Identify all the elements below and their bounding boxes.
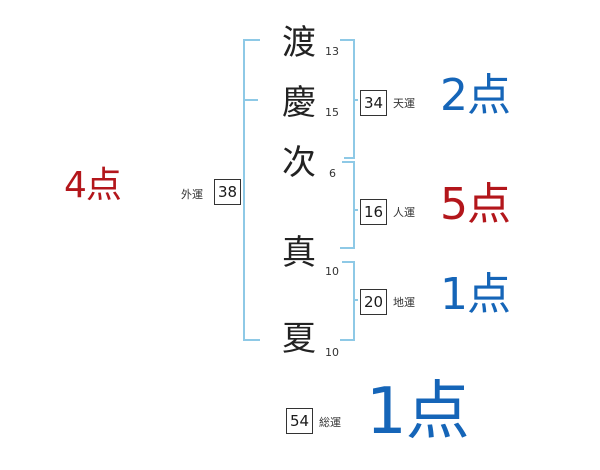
jinun-value-box: 16 bbox=[360, 199, 387, 225]
souun-label: 総運 bbox=[319, 416, 341, 429]
souun-score: 1点 bbox=[366, 375, 470, 449]
chiun-value-box: 20 bbox=[360, 289, 387, 315]
name-char-3: 次 bbox=[282, 143, 316, 183]
tenun-label: 天運 bbox=[393, 97, 415, 110]
stroke-count-3: 6 bbox=[329, 167, 336, 180]
chiun-label: 地運 bbox=[393, 296, 415, 309]
name-char-2: 慶 bbox=[282, 83, 316, 123]
tenun-value-box: 34 bbox=[360, 90, 387, 116]
gaiun-label: 外運 bbox=[181, 188, 203, 201]
jinun-score: 5点 bbox=[440, 179, 511, 230]
chiun-bracket bbox=[340, 261, 355, 341]
jinun-bracket bbox=[340, 161, 355, 249]
outer-bracket bbox=[243, 39, 260, 341]
stroke-count-5: 10 bbox=[325, 346, 339, 359]
tenun-score: 2点 bbox=[440, 70, 511, 121]
tenun-bracket bbox=[340, 39, 355, 159]
name-char-4: 真 bbox=[282, 233, 316, 273]
stroke-count-2: 15 bbox=[325, 106, 339, 119]
name-char-5: 夏 bbox=[282, 319, 316, 359]
name-char-1: 渡 bbox=[282, 23, 316, 63]
gaiun-score: 4点 bbox=[64, 165, 122, 206]
chiun-score: 1点 bbox=[440, 269, 511, 320]
gaiun-value-box: 38 bbox=[214, 179, 241, 205]
jinun-label: 人運 bbox=[393, 206, 415, 219]
stroke-count-1: 13 bbox=[325, 45, 339, 58]
souun-value-box: 54 bbox=[286, 408, 313, 434]
stroke-count-4: 10 bbox=[325, 265, 339, 278]
